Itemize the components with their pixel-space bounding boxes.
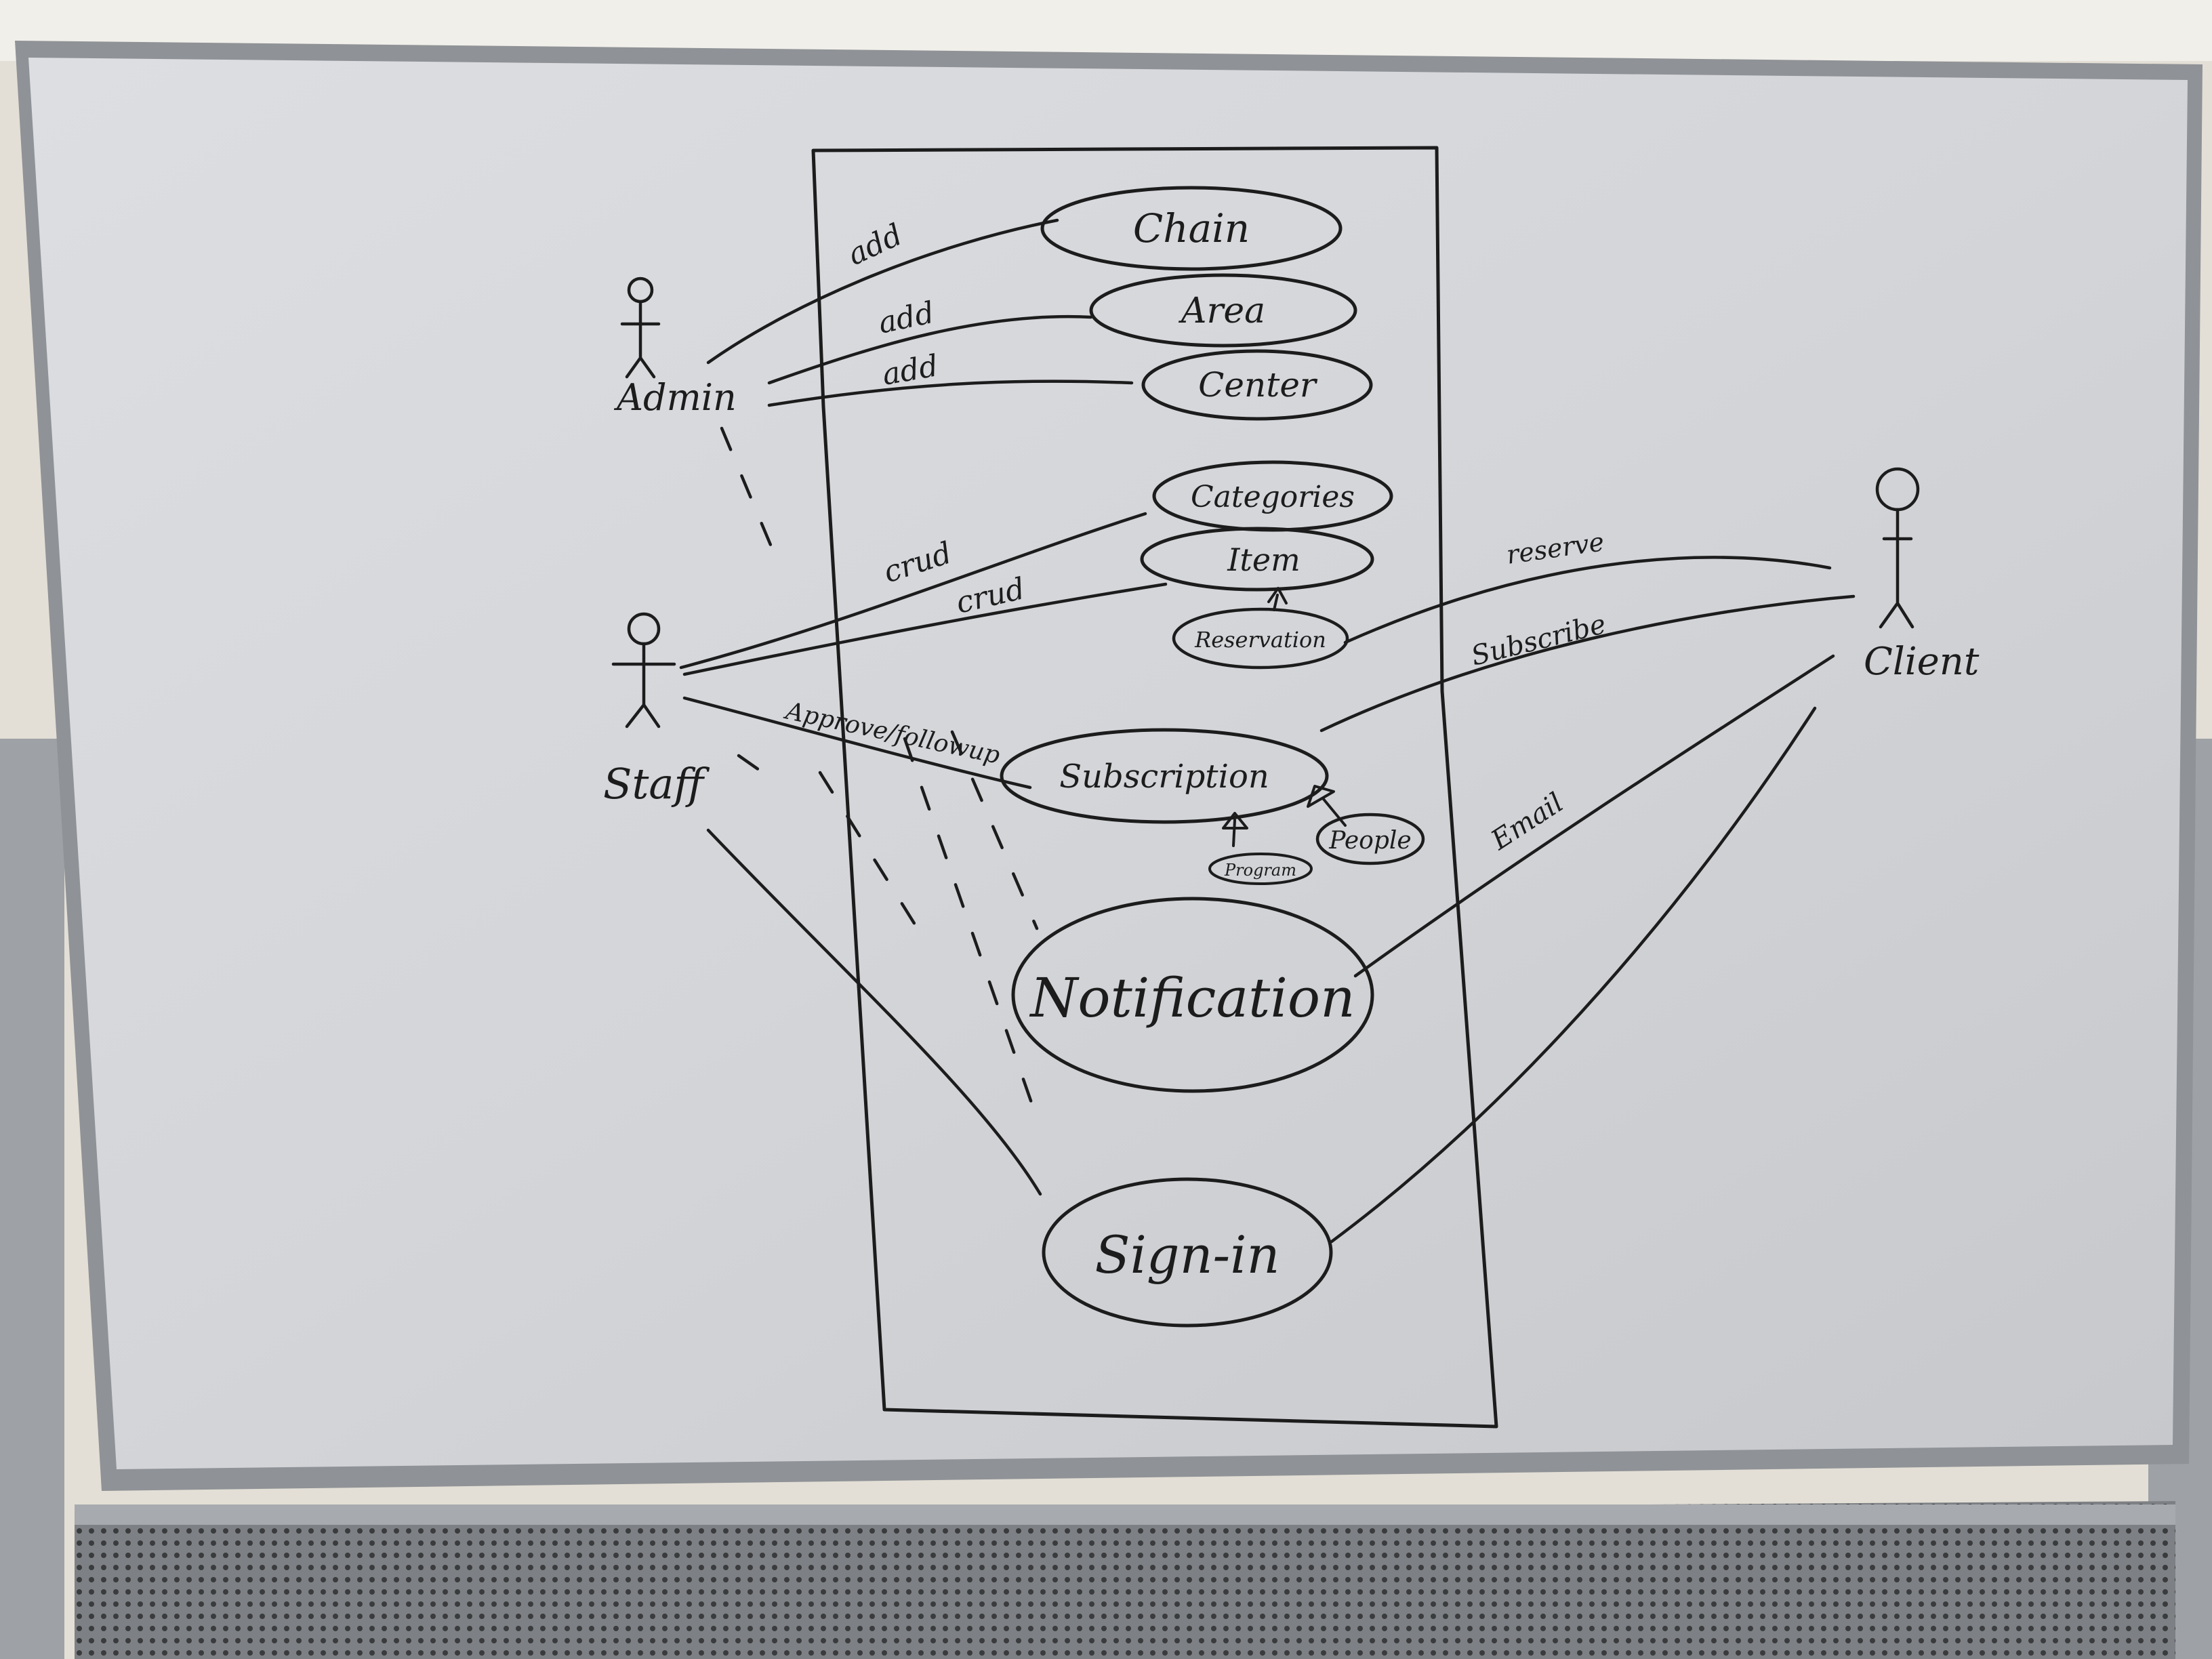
use-case-program: Program — [1208, 853, 1313, 885]
use-case-people: People — [1315, 813, 1425, 865]
tray-rail — [75, 1504, 2175, 1525]
use-case-reservation: Reservation — [1172, 607, 1349, 670]
item-label: Item — [1227, 541, 1300, 578]
dependency-lines — [720, 426, 1039, 1120]
people-label: People — [1328, 827, 1411, 855]
reservation-label: Reservation — [1194, 627, 1326, 653]
generalization-arrows — [1222, 587, 1347, 847]
notification-label: Notification — [1029, 966, 1355, 1029]
use-case-item: Item — [1140, 527, 1374, 592]
client-stick-figure-icon — [1875, 467, 1920, 629]
board-surface — [28, 58, 2188, 1469]
actor-staff: Staff — [603, 612, 710, 808]
use-case-center: Center — [1141, 349, 1373, 421]
mesh-tray — [75, 1501, 2175, 1659]
client-label: Client — [1864, 640, 1980, 684]
use-case-categories: Categories — [1152, 460, 1393, 532]
stand-leg-left — [0, 739, 64, 1659]
staff-stick-figure-icon — [611, 612, 676, 729]
sign-in-label: Sign-in — [1095, 1225, 1280, 1285]
use-case-notification: Notification — [1011, 897, 1374, 1093]
actor-admin: Admin — [613, 276, 737, 419]
center-label: Center — [1198, 365, 1318, 405]
program-label: Program — [1224, 861, 1296, 880]
staff-label: Staff — [603, 759, 710, 808]
association-lines — [679, 218, 1856, 1244]
admin-label: Admin — [613, 376, 737, 419]
system-boundary — [811, 146, 1498, 1429]
chain-label: Chain — [1133, 205, 1250, 251]
use-case-subscription: Subscription — [1000, 728, 1329, 824]
use-case-chain: Chain — [1040, 186, 1343, 271]
actor-client: Client — [1864, 467, 1980, 684]
use-case-area: Area — [1089, 273, 1357, 348]
subscription-label: Subscription — [1059, 758, 1269, 796]
area-label: Area — [1179, 291, 1265, 331]
use-case-sign-in: Sign-in — [1042, 1177, 1333, 1328]
admin-stick-figure-icon — [620, 276, 661, 379]
categories-label: Categories — [1191, 480, 1355, 514]
